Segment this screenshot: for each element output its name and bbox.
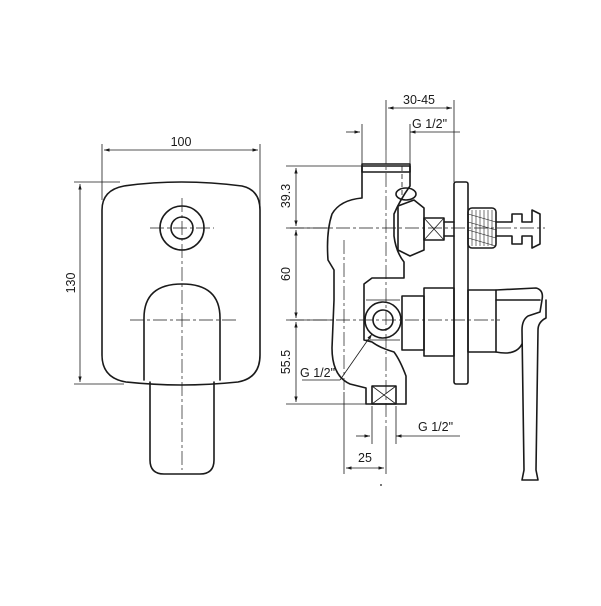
valve-body (326, 165, 411, 405)
dim-vertical-stack: 39.3 60 55.5 (279, 165, 366, 405)
cartridge-body (401, 295, 425, 351)
dim-label-25: 25 (358, 451, 372, 465)
dim-label-height: 130 (64, 273, 78, 294)
diverter-nut (395, 187, 417, 201)
side-view (290, 150, 547, 481)
dim-thread-inlet: G 1/2" (300, 333, 373, 381)
dim-label-width: 100 (171, 135, 192, 149)
dim-label-thread-inlet: G 1/2" (300, 366, 335, 380)
stray-dot (380, 484, 382, 486)
diverter-pull-knob (495, 209, 541, 249)
cartridge-sleeve (423, 287, 455, 357)
dim-height-130: 130 (64, 181, 124, 385)
handle-hub (467, 289, 497, 353)
dim-depth-30-45: 30-45 (385, 93, 455, 182)
handle-lever (149, 381, 215, 475)
diverter-spindle-box (423, 217, 445, 241)
dim-label-60: 60 (279, 267, 293, 281)
dim-thread-top: G 1/2" (346, 117, 460, 164)
front-view (101, 181, 261, 475)
bottom-outlet-box (371, 385, 397, 405)
dim-label-39-3: 39.3 (279, 184, 293, 208)
dim-label-thread-bottom: G 1/2" (418, 420, 453, 434)
cover-plate (101, 181, 261, 386)
diverter-housing (397, 199, 425, 257)
wall-plate (453, 181, 469, 385)
dim-label-55-5: 55.5 (279, 350, 293, 374)
dim-label-thread-top: G 1/2" (412, 117, 447, 131)
dim-label-depth: 30-45 (403, 93, 435, 107)
dim-width-100: 100 (101, 135, 261, 205)
lever-side-profile (495, 287, 547, 481)
dim-bottom: G 1/2" 25 (343, 392, 460, 474)
